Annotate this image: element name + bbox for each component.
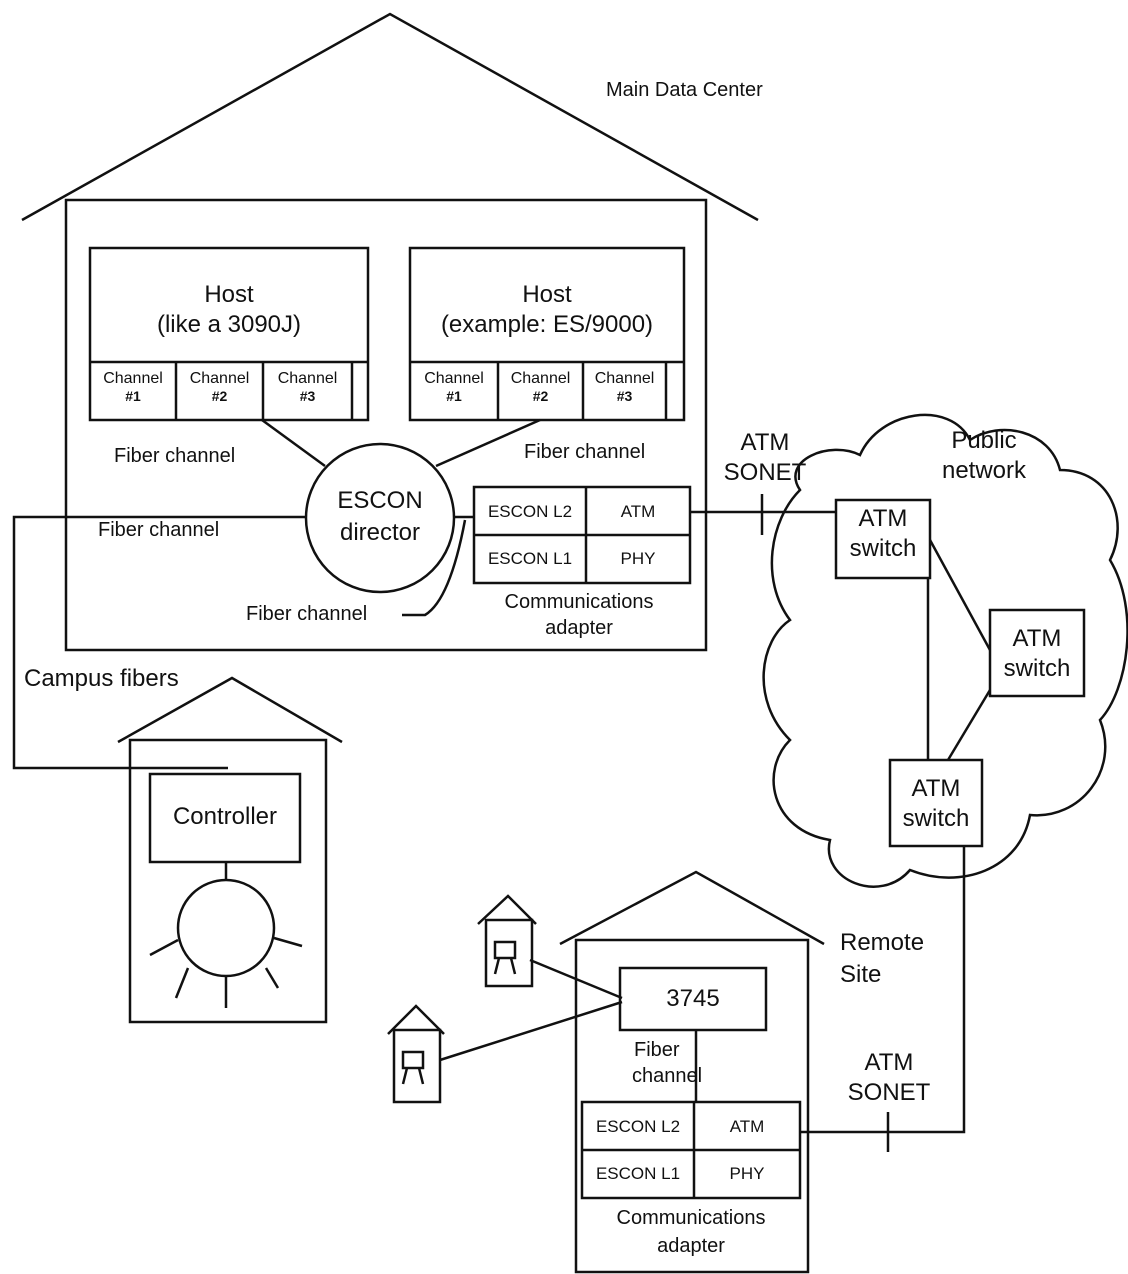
host1-title-line1: Host	[90, 282, 368, 307]
atm-switch-2-line2: switch	[990, 656, 1084, 681]
escon-director-line1: ESCON	[306, 488, 454, 513]
main-adapter-phy: PHY	[586, 535, 690, 583]
main-adapter-caption-line1: Communications	[470, 592, 688, 613]
fiber-channel-bottom-label: Fiber channel	[246, 604, 367, 625]
main-adapter-atm: ATM	[586, 489, 690, 535]
fiber-channel-left-label: Fiber channel	[114, 446, 235, 467]
atm-switch-2-line1: ATM	[990, 626, 1084, 651]
atm-switch-3	[890, 760, 982, 846]
atm-switch-1-line2: switch	[836, 536, 930, 561]
host1-channel-2: Channel#2	[176, 370, 263, 404]
atm-switch-2	[990, 610, 1084, 696]
remote-adapter-caption-line1: Communications	[580, 1208, 802, 1229]
remote-fiber-line1: Fiber	[634, 1040, 680, 1061]
remote-site-line1: Remote	[840, 930, 924, 955]
link2-line1: ATM	[834, 1050, 944, 1075]
terminal-house-2	[394, 1030, 440, 1102]
public-network-line1: Public	[924, 428, 1044, 453]
remote-adapter-escon-l2: ESCON L2	[582, 1104, 694, 1150]
atm-switch-3-line1: ATM	[890, 776, 982, 801]
remote-roof	[560, 872, 824, 944]
link1-line1: ATM	[712, 430, 818, 455]
host2-title-line2: (example: ES/9000)	[410, 312, 684, 337]
terminal-house-1	[486, 920, 532, 986]
main-data-center-label: Main Data Center	[606, 80, 763, 101]
atm-switch-1-line1: ATM	[836, 506, 930, 531]
main-adapter-caption-line2: adapter	[470, 618, 688, 639]
link1-line2: SONET	[712, 460, 818, 485]
node-3745-label: 3745	[620, 986, 766, 1011]
remote-adapter-phy: PHY	[694, 1150, 800, 1198]
host1-channel-1: Channel#1	[90, 370, 176, 404]
remote-site-line2: Site	[840, 962, 881, 987]
main-adapter-escon-l1: ESCON L1	[474, 535, 586, 583]
link2-line2: SONET	[834, 1080, 944, 1105]
main-roof	[22, 14, 758, 220]
remote-adapter-caption-line2: adapter	[580, 1236, 802, 1257]
host2-channel-2: Channel#2	[498, 370, 583, 404]
remote-fiber-line2: channel	[632, 1066, 702, 1087]
public-network-line2: network	[924, 458, 1044, 483]
remote-adapter-escon-l1: ESCON L1	[582, 1150, 694, 1198]
ring-circle	[178, 880, 274, 976]
escon-director-circle	[306, 444, 454, 592]
main-adapter-escon-l2: ESCON L2	[474, 489, 586, 535]
host1-channel-3: Channel#3	[263, 370, 352, 404]
host1-title-line2: (like a 3090J)	[90, 312, 368, 337]
host2-channel-3: Channel#3	[583, 370, 666, 404]
campus-fibers-label: Campus fibers	[24, 666, 179, 691]
controller-label: Controller	[150, 804, 300, 829]
atm-switch-3-line2: switch	[890, 806, 982, 831]
escon-director-line2: director	[306, 520, 454, 545]
remote-adapter-atm: ATM	[694, 1104, 800, 1150]
host2-channel-1: Channel#1	[410, 370, 498, 404]
host2-title-line1: Host	[410, 282, 684, 307]
fiber-channel-right-label: Fiber channel	[524, 442, 645, 463]
fiber-channel-out-label: Fiber channel	[98, 520, 219, 541]
